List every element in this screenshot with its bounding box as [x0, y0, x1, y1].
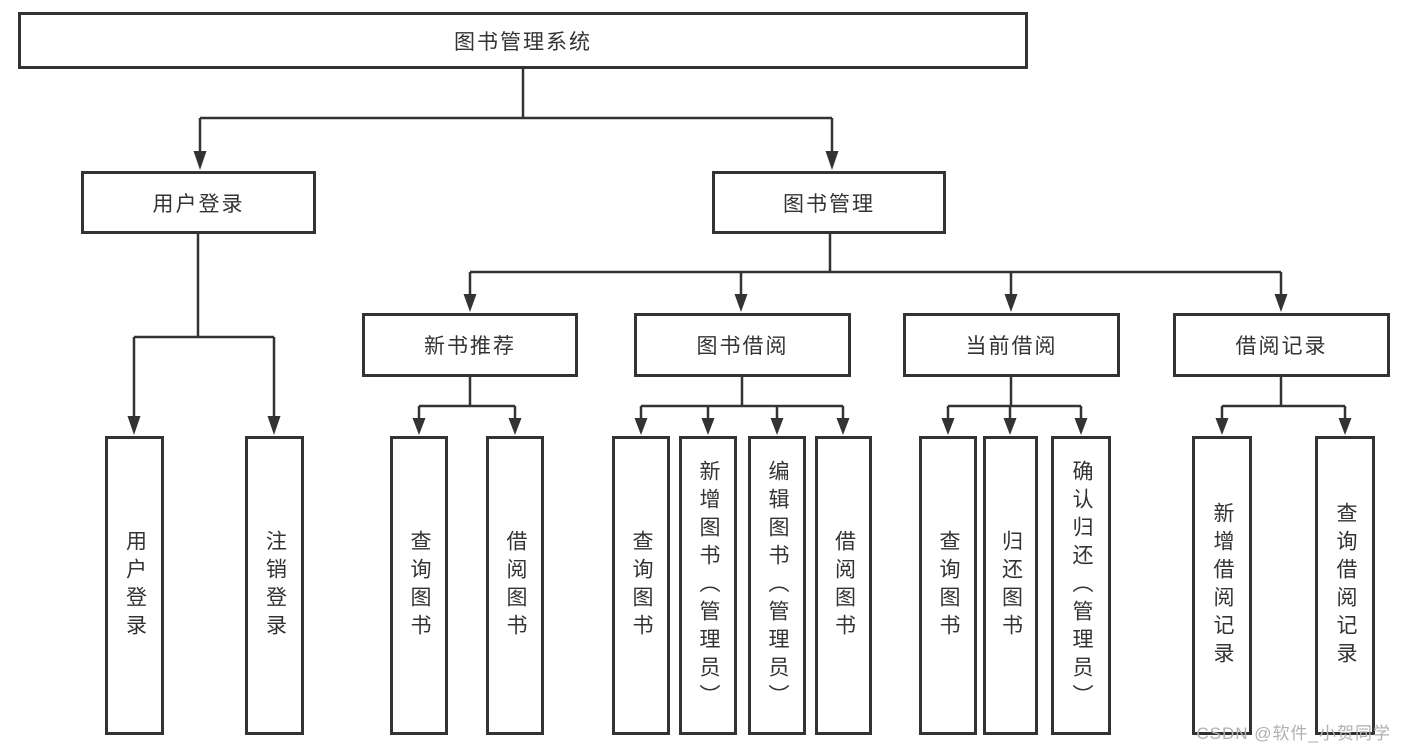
leaf-nb-borrow-books-label: 借阅图书: [504, 529, 528, 642]
node-root: 图书管理系统: [18, 12, 1028, 69]
leaf-logout: 注销登录: [245, 436, 304, 735]
leaf-bb-add-books: 新增图书（管理员）: [679, 436, 737, 735]
node-new-books: 新书推荐: [362, 313, 578, 377]
node-book-mgmt: 图书管理: [712, 171, 946, 234]
node-book-borrow-label: 图书借阅: [696, 335, 789, 358]
node-book-borrow: 图书借阅: [634, 313, 851, 377]
leaf-bb-query-books-label: 查询图书: [630, 529, 654, 642]
leaf-bb-query-books: 查询图书: [612, 436, 670, 735]
leaf-cb-return-books-label: 归还图书: [999, 529, 1023, 642]
arrowheads: [127, 151, 1352, 435]
leaf-user-login-label: 用户登录: [123, 529, 147, 642]
node-current-borrow: 当前借阅: [903, 313, 1120, 377]
leaf-cb-query-books-label: 查询图书: [937, 529, 961, 642]
leaf-logout-label: 注销登录: [263, 529, 287, 642]
leaf-bb-borrow-books-label: 借阅图书: [832, 529, 856, 642]
leaf-nb-query-books-label: 查询图书: [408, 529, 432, 642]
leaf-br-query-record: 查询借阅记录: [1315, 436, 1375, 735]
leaf-nb-borrow-books: 借阅图书: [486, 436, 544, 735]
node-root-label: 图书管理系统: [454, 30, 592, 54]
node-current-borrow-label: 当前借阅: [965, 335, 1058, 358]
leaf-nb-query-books: 查询图书: [390, 436, 448, 735]
leaf-br-add-record: 新增借阅记录: [1192, 436, 1252, 735]
node-user-login: 用户登录: [81, 171, 316, 234]
leaf-user-login: 用户登录: [105, 436, 164, 735]
node-new-books-label: 新书推荐: [424, 335, 516, 358]
leaf-bb-add-books-label: 新增图书（管理员）: [697, 459, 721, 712]
leaf-cb-confirm-return-label: 确认归还（管理员）: [1070, 459, 1094, 712]
node-book-mgmt-label: 图书管理: [783, 192, 875, 216]
node-borrow-records-label: 借阅记录: [1235, 335, 1328, 358]
leaf-bb-edit-books: 编辑图书（管理员）: [748, 436, 806, 735]
leaf-bb-borrow-books: 借阅图书: [815, 436, 872, 735]
csdn-watermark: CSDN @软件_小贺同学: [1196, 724, 1391, 743]
leaf-cb-confirm-return: 确认归还（管理员）: [1051, 436, 1111, 735]
node-user-login-label: 用户登录: [152, 192, 245, 216]
leaf-br-query-record-label: 查询借阅记录: [1334, 501, 1358, 670]
leaf-bb-edit-books-label: 编辑图书（管理员）: [766, 459, 790, 712]
leaf-br-add-record-label: 新增借阅记录: [1211, 501, 1235, 670]
node-borrow-records: 借阅记录: [1173, 313, 1390, 377]
leaf-cb-return-books: 归还图书: [983, 436, 1038, 735]
leaf-cb-query-books: 查询图书: [919, 436, 977, 735]
